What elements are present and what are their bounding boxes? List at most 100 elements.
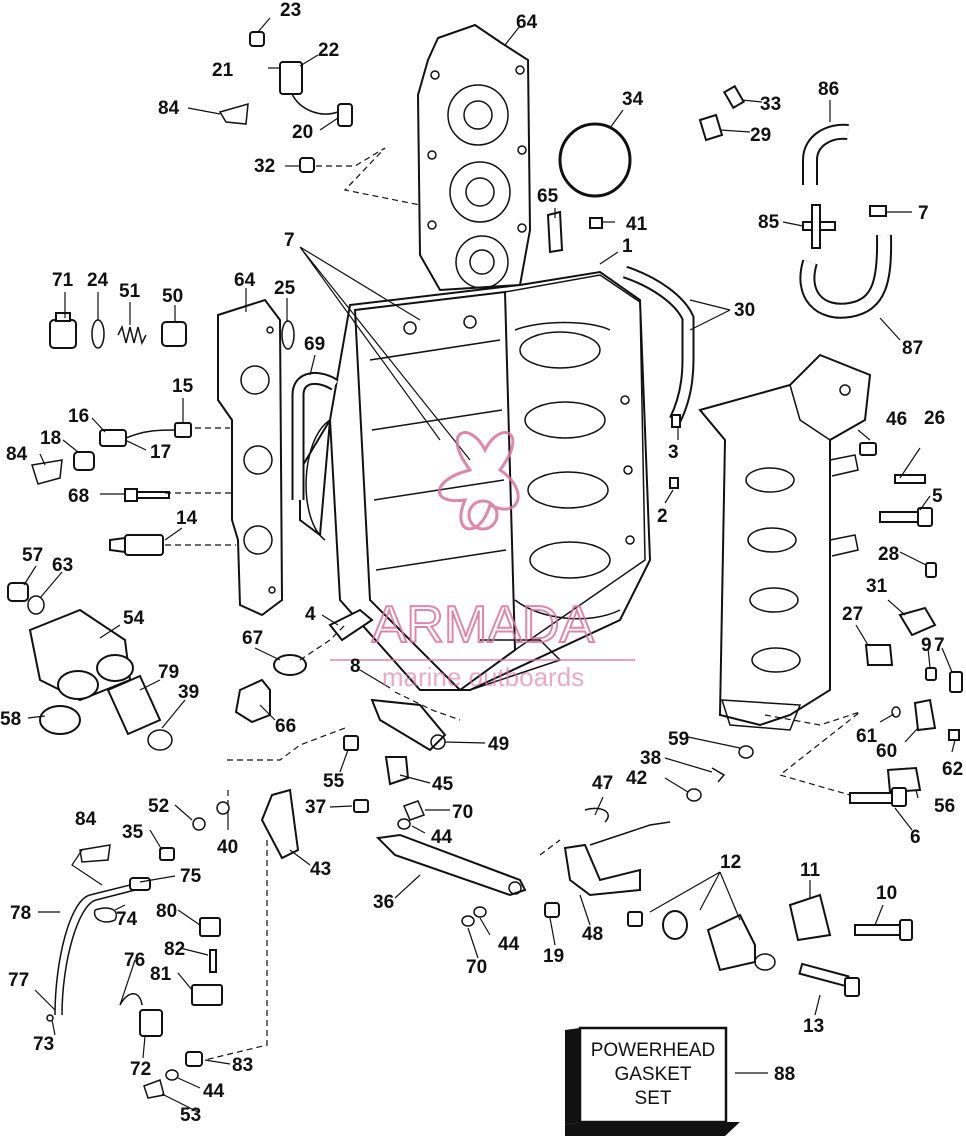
callout-40: 40	[217, 837, 238, 858]
callout-44-right: 44	[498, 934, 520, 955]
callout-84-top: 84	[158, 98, 180, 119]
callout-18: 18	[40, 428, 61, 449]
callout-61: 61	[856, 726, 878, 747]
callout-78: 78	[10, 903, 31, 924]
elbow-fitting-7	[869, 205, 887, 217]
callout-21: 21	[212, 60, 234, 81]
callout-7-center: 7	[284, 230, 295, 251]
callout-34: 34	[622, 89, 644, 110]
callout-23: 23	[280, 0, 301, 21]
callout-72: 72	[130, 1059, 151, 1080]
callout-77: 77	[8, 970, 29, 991]
callout-16: 16	[68, 406, 89, 427]
callout-15: 15	[172, 376, 194, 397]
callout-58: 58	[0, 709, 21, 730]
assembly-lines	[165, 147, 861, 1061]
callout-63: 63	[52, 555, 73, 576]
callout-5: 5	[932, 486, 943, 507]
exhaust-manifold	[698, 353, 872, 731]
callout-76: 76	[124, 950, 145, 971]
callout-32: 32	[254, 156, 275, 177]
callout-3: 3	[668, 442, 679, 463]
callout-11: 11	[800, 860, 821, 881]
intake-assembly	[28, 608, 173, 751]
callout-79: 79	[158, 662, 179, 683]
callout-6: 6	[910, 827, 921, 848]
right-small-parts	[546, 84, 963, 997]
callout-43: 43	[310, 859, 331, 880]
callout-42: 42	[626, 768, 647, 789]
callout-28: 28	[878, 544, 899, 565]
callout-22: 22	[318, 40, 339, 61]
callout-75: 75	[180, 866, 202, 887]
callout-84-left: 84	[6, 444, 28, 465]
callout-73: 73	[33, 1034, 54, 1055]
callout-69: 69	[304, 334, 325, 355]
callout-13: 13	[803, 1016, 824, 1037]
hose-30	[622, 265, 695, 423]
watermark-brand: ARMADA	[372, 596, 595, 654]
callout-83: 83	[232, 1055, 253, 1076]
callout-85: 85	[758, 212, 780, 233]
callout-74: 74	[116, 909, 138, 930]
callout-9: 9	[921, 635, 932, 656]
callout-39: 39	[178, 682, 199, 703]
callout-82: 82	[164, 939, 185, 960]
watermark-tagline: marine outboards	[382, 662, 584, 692]
callout-47: 47	[592, 773, 613, 794]
callout-46: 46	[886, 409, 907, 430]
callout-37: 37	[305, 797, 326, 818]
callout-87: 87	[902, 338, 923, 359]
callout-70-bottom: 70	[466, 957, 487, 978]
callout-68: 68	[68, 486, 89, 507]
callout-56: 56	[934, 796, 955, 817]
callout-53: 53	[180, 1105, 201, 1126]
callout-81: 81	[150, 964, 172, 985]
callout-54: 54	[123, 608, 145, 629]
callout-20: 20	[292, 122, 313, 143]
callout-7-right: 7	[918, 203, 929, 224]
callout-50: 50	[162, 286, 183, 307]
callout-71: 71	[52, 270, 74, 291]
gasket-box-line-2: GASKET	[614, 1064, 691, 1085]
linkage-parts	[159, 608, 671, 927]
callout-1: 1	[622, 236, 633, 257]
callout-41: 41	[626, 214, 648, 235]
callout-10: 10	[876, 883, 897, 904]
callout-60: 60	[876, 741, 897, 762]
callout-14: 14	[176, 508, 198, 529]
callout-70-mid: 70	[452, 802, 473, 823]
callout-67: 67	[242, 628, 263, 649]
small-parts-left	[7, 31, 353, 615]
callout-27: 27	[842, 604, 863, 625]
gasket-box-line-1: POWERHEAD	[591, 1040, 716, 1061]
callout-45: 45	[432, 774, 454, 795]
hose-87	[799, 234, 893, 319]
cylinder-block	[299, 270, 652, 692]
cylinder-head-gasket-top	[416, 23, 532, 292]
callout-64-top: 64	[516, 12, 538, 33]
tee-fitting-85	[802, 204, 836, 249]
callout-24: 24	[87, 270, 109, 291]
callout-25: 25	[274, 278, 296, 299]
wiring-parts	[46, 844, 223, 1099]
o-ring-34	[558, 122, 632, 198]
callout-36: 36	[373, 892, 394, 913]
callout-44-mid: 44	[431, 827, 453, 848]
callout-4: 4	[305, 604, 316, 625]
callout-59: 59	[668, 729, 689, 750]
callout-44-bottom: 44	[203, 1081, 225, 1102]
callout-64-left: 64	[234, 270, 256, 291]
callout-48: 48	[582, 924, 603, 945]
callout-38: 38	[640, 748, 661, 769]
gasket-box-line-3: SET	[635, 1088, 672, 1109]
callout-35: 35	[122, 822, 144, 843]
callout-7-far-right: 7	[934, 635, 945, 656]
callout-51: 51	[119, 281, 141, 302]
callout-86: 86	[818, 79, 839, 100]
callout-19: 19	[543, 946, 564, 967]
callout-88: 88	[774, 1064, 795, 1085]
callout-55: 55	[323, 771, 345, 792]
leader-lines	[23, 17, 956, 1113]
